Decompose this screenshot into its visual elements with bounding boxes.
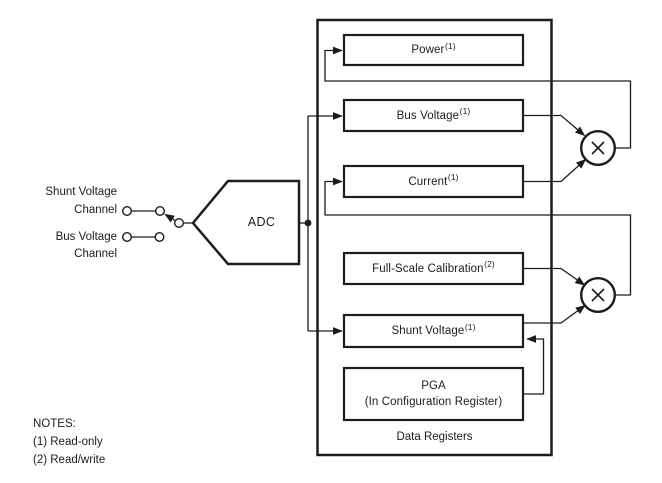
bus-channel-label-line2: Channel	[74, 248, 117, 260]
data-registers-container-box	[316, 18, 553, 457]
full-scale-calibration-register-note-ref: (2)	[484, 259, 495, 269]
bus-channel-label: Bus Voltage Channel	[56, 229, 117, 264]
shunt-voltage-register-note-ref: (1)	[464, 321, 476, 332]
multiplier-2	[580, 277, 617, 314]
current-register-note-ref: (1)	[447, 172, 459, 182]
shunt-channel-terminal-icon	[121, 205, 132, 216]
shunt-channel-label-line2: Channel	[74, 203, 117, 216]
shunt-voltage-register-label: Shunt Voltage(1)	[344, 315, 523, 347]
power-register-note-ref: (1)	[444, 40, 456, 51]
full-scale-calibration-register-text: Full-Scale Calibration	[372, 262, 484, 275]
shunt-channel-label-line1: Shunt Voltage	[45, 186, 117, 198]
current-register-box	[342, 164, 525, 199]
multiplier-1	[580, 129, 617, 166]
current-to-multiplier1-wire	[523, 158, 587, 183]
bus-voltage-register-box	[342, 98, 525, 133]
shunt-voltage-register-box	[342, 313, 525, 349]
pga-register-text-line2: (In Configuration Register)	[364, 396, 503, 408]
bus-voltage-register-label: Bus Voltage(1)	[344, 100, 523, 131]
adc-label: ADC	[247, 215, 276, 229]
bus-channel-label-line1: Bus Voltage	[55, 230, 117, 243]
bus-channel-contact-icon	[154, 231, 165, 242]
multiply-icon	[591, 288, 605, 302]
adc-block-shape	[191, 179, 301, 266]
mux-common-contact-icon	[173, 217, 184, 228]
pga-register-label: PGA (In Configuration Register)	[344, 368, 523, 420]
mux-wiper-arrow	[164, 213, 176, 223]
bus-voltage-register-text: Bus Voltage	[396, 109, 460, 122]
note-read-only: (1) Read-only	[33, 435, 103, 448]
full-scale-calibration-register-label: Full-Scale Calibration(2)	[344, 253, 523, 284]
full-scale-calibration-register-box	[342, 251, 525, 286]
notes-block: NOTES: (1) Read-only (2) Read/write	[33, 416, 105, 469]
bus-channel-terminal-icon	[121, 231, 132, 242]
multiplier2-to-current-wire	[324, 177, 632, 296]
multiplier1-to-power-wire	[324, 46, 632, 149]
bus-voltage-register-note-ref: (1)	[459, 106, 471, 116]
adc-output-junction-dot	[304, 219, 312, 227]
note-read-write: (2) Read/write	[33, 453, 106, 466]
multiply-icon	[591, 141, 605, 155]
shunt-voltage-to-multiplier2-wire	[523, 304, 586, 324]
bus-voltage-to-multiplier1-wire	[523, 114, 586, 137]
pga-register-text-line1: PGA	[421, 379, 446, 392]
shunt-voltage-register-text: Shunt Voltage	[391, 325, 465, 337]
data-registers-caption: Data Registers	[396, 431, 473, 443]
power-register-box	[342, 33, 525, 67]
notes-title: NOTES:	[33, 418, 76, 430]
current-register-text: Current	[408, 175, 448, 188]
shunt-channel-contact-icon	[154, 205, 165, 216]
calibration-to-multiplier2-wire	[524, 267, 586, 286]
pga-to-shunt-voltage-wire	[523, 335, 545, 395]
power-register-text: Power	[411, 44, 445, 56]
current-register-label: Current(1)	[344, 166, 523, 197]
pga-register-box	[342, 366, 525, 422]
power-register-label: Power(1)	[344, 35, 523, 65]
shunt-channel-label: Shunt Voltage Channel	[45, 184, 117, 219]
